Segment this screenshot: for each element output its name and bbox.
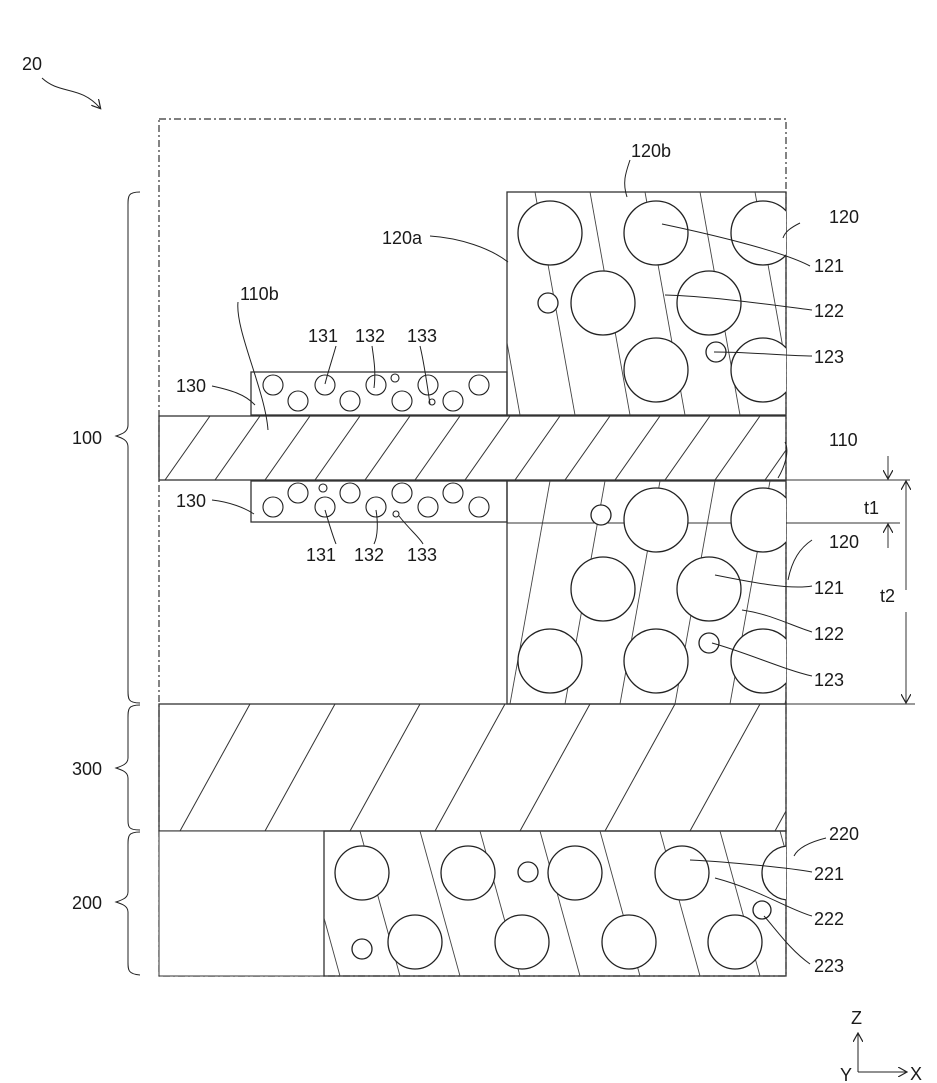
label-132-top: 132 <box>355 326 385 346</box>
bracket-100 <box>116 192 140 703</box>
collector-110 <box>159 416 810 480</box>
label-120-bottom: 120 <box>829 532 859 552</box>
label-221: 221 <box>814 864 844 884</box>
binder-layer-130-bottom <box>251 481 507 522</box>
label-110: 110 <box>829 430 858 450</box>
label-223: 223 <box>814 956 844 976</box>
electrode-layer-200 <box>159 831 820 976</box>
label-121-bottom: 121 <box>814 578 844 598</box>
bracket-200 <box>116 832 140 975</box>
porous-layer-120-bottom <box>507 481 825 704</box>
label-120a: 120a <box>382 228 423 248</box>
label-123-bottom: 123 <box>814 670 844 690</box>
label-132-bottom: 132 <box>354 545 384 565</box>
axis-x-label: X <box>910 1064 922 1083</box>
label-133-top: 133 <box>407 326 437 346</box>
porous-layer-120-top <box>480 192 795 415</box>
label-133-bottom: 133 <box>407 545 437 565</box>
label-131-top: 131 <box>308 326 338 346</box>
label-222: 222 <box>814 909 844 929</box>
label-t1: t1 <box>864 498 879 518</box>
label-120b: 120b <box>631 141 671 161</box>
figure-label: 20 <box>22 54 42 74</box>
label-130-top: 130 <box>176 376 206 396</box>
label-121-top: 121 <box>814 256 844 276</box>
binder-layer-130-top <box>251 372 507 415</box>
separator-layer-300 <box>159 704 845 831</box>
label-122-bottom: 122 <box>814 624 844 644</box>
label-120-top: 120 <box>829 207 859 227</box>
axis-y-label: Y <box>840 1065 852 1083</box>
label-123-top: 123 <box>814 347 844 367</box>
label-100: 100 <box>72 428 102 448</box>
label-130-bottom: 130 <box>176 491 206 511</box>
bracket-300 <box>116 705 140 830</box>
label-131-bottom: 131 <box>306 545 336 565</box>
label-220: 220 <box>829 824 859 844</box>
label-300: 300 <box>72 759 102 779</box>
axes-indicator: Z Y X <box>840 1008 922 1083</box>
label-t2: t2 <box>880 586 895 606</box>
label-200: 200 <box>72 893 102 913</box>
axis-z-label: Z <box>851 1008 862 1028</box>
label-110b: 110b <box>240 284 279 304</box>
label-122-top: 122 <box>814 301 844 321</box>
